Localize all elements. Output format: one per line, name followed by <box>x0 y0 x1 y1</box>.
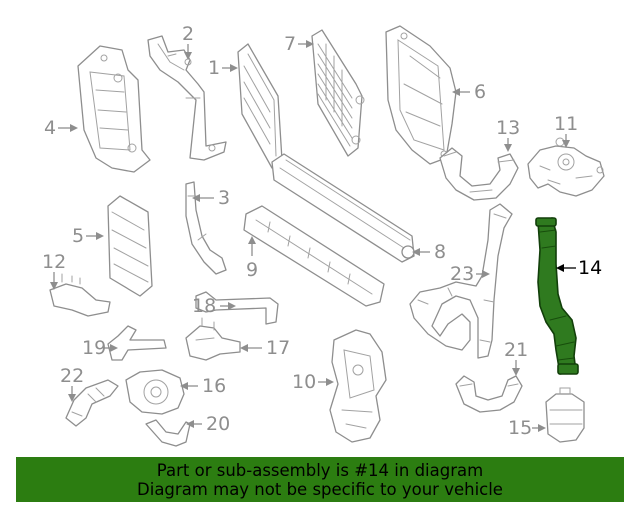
callout-2: 2 <box>182 23 194 60</box>
banner-line-part-notice: Part or sub-assembly is #14 in diagram <box>156 461 484 480</box>
part-23-coolant-hose[interactable] <box>409 203 513 359</box>
callout-21: 21 <box>504 339 528 376</box>
svg-text:6: 6 <box>474 81 486 103</box>
svg-text:5: 5 <box>72 225 84 247</box>
svg-text:21: 21 <box>504 339 528 361</box>
svg-text:14: 14 <box>578 257 602 279</box>
callout-1: 1 <box>208 57 238 79</box>
part-1-auxiliary-radiator[interactable] <box>237 43 283 169</box>
part-7-radiator[interactable] <box>311 29 365 157</box>
callout-13: 13 <box>496 117 520 152</box>
callout-9: 9 <box>246 236 258 281</box>
part-18-coolant-pipe[interactable] <box>195 291 279 325</box>
callout-16: 16 <box>180 375 226 397</box>
part-4-module-bracket[interactable] <box>77 45 151 173</box>
callout-8: 8 <box>412 241 446 263</box>
svg-text:17: 17 <box>266 337 290 359</box>
callout-7: 7 <box>284 33 314 55</box>
svg-text:20: 20 <box>206 413 230 435</box>
svg-text:15: 15 <box>508 417 532 439</box>
svg-text:16: 16 <box>202 375 226 397</box>
svg-text:19: 19 <box>82 337 106 359</box>
part-22-hose-elbow[interactable] <box>65 379 119 427</box>
part-13-coolant-hose[interactable] <box>439 147 519 201</box>
svg-text:9: 9 <box>246 259 258 281</box>
svg-text:1: 1 <box>208 57 220 79</box>
svg-text:22: 22 <box>60 365 84 387</box>
callout-23: 23 <box>450 263 490 285</box>
part-21-coolant-hose[interactable] <box>455 375 523 413</box>
callout-11: 11 <box>554 113 578 148</box>
part-16-auxiliary-pump[interactable] <box>125 369 185 415</box>
callout-5: 5 <box>72 225 104 247</box>
callout-18: 18 <box>192 295 236 317</box>
callout-15: 15 <box>508 417 546 439</box>
callout-4: 4 <box>44 117 78 139</box>
svg-text:4: 4 <box>44 117 56 139</box>
svg-text:23: 23 <box>450 263 474 285</box>
callout-12: 12 <box>42 251 66 290</box>
part-2-mounting-bracket[interactable] <box>147 35 227 161</box>
svg-text:2: 2 <box>182 23 194 45</box>
part-15-water-pump[interactable] <box>545 387 585 443</box>
callout-17: 17 <box>240 337 290 359</box>
svg-text:3: 3 <box>218 187 230 209</box>
svg-text:13: 13 <box>496 117 520 139</box>
part-12-sensor-bracket[interactable] <box>49 273 111 317</box>
part-17-pipe-bracket[interactable] <box>185 317 241 361</box>
callout-19: 19 <box>82 337 118 359</box>
part-20-clamp[interactable] <box>145 419 191 447</box>
svg-text:8: 8 <box>434 241 446 263</box>
part-5-control-module[interactable] <box>107 195 153 297</box>
part-3-pipe[interactable] <box>185 181 227 275</box>
callout-3: 3 <box>192 187 230 209</box>
highlight-notice-banner: Part or sub-assembly is #14 in diagram D… <box>16 457 624 502</box>
svg-text:18: 18 <box>192 295 216 317</box>
svg-text:7: 7 <box>284 33 296 55</box>
svg-text:12: 12 <box>42 251 66 273</box>
callout-10: 10 <box>292 371 334 393</box>
part-10-housing[interactable] <box>329 329 387 443</box>
svg-text:10: 10 <box>292 371 316 393</box>
part-19-coolant-pipe[interactable] <box>107 325 167 361</box>
part-9-tray[interactable] <box>243 205 385 307</box>
callout-20: 20 <box>186 413 230 435</box>
callout-22: 22 <box>60 365 84 402</box>
part-14-coolant-hose[interactable] <box>535 217 579 375</box>
banner-line-disclaimer: Diagram may not be specific to your vehi… <box>137 480 503 499</box>
callout-14: 14 <box>556 257 602 279</box>
exploded-parts-diagram: 1 2 3 4 5 6 7 8 9 10 11 12 <box>42 23 605 447</box>
callout-6: 6 <box>452 81 486 103</box>
svg-text:11: 11 <box>554 113 578 135</box>
part-11-thermostat-housing[interactable] <box>527 137 605 197</box>
part-6-fan-shroud[interactable] <box>385 25 457 165</box>
